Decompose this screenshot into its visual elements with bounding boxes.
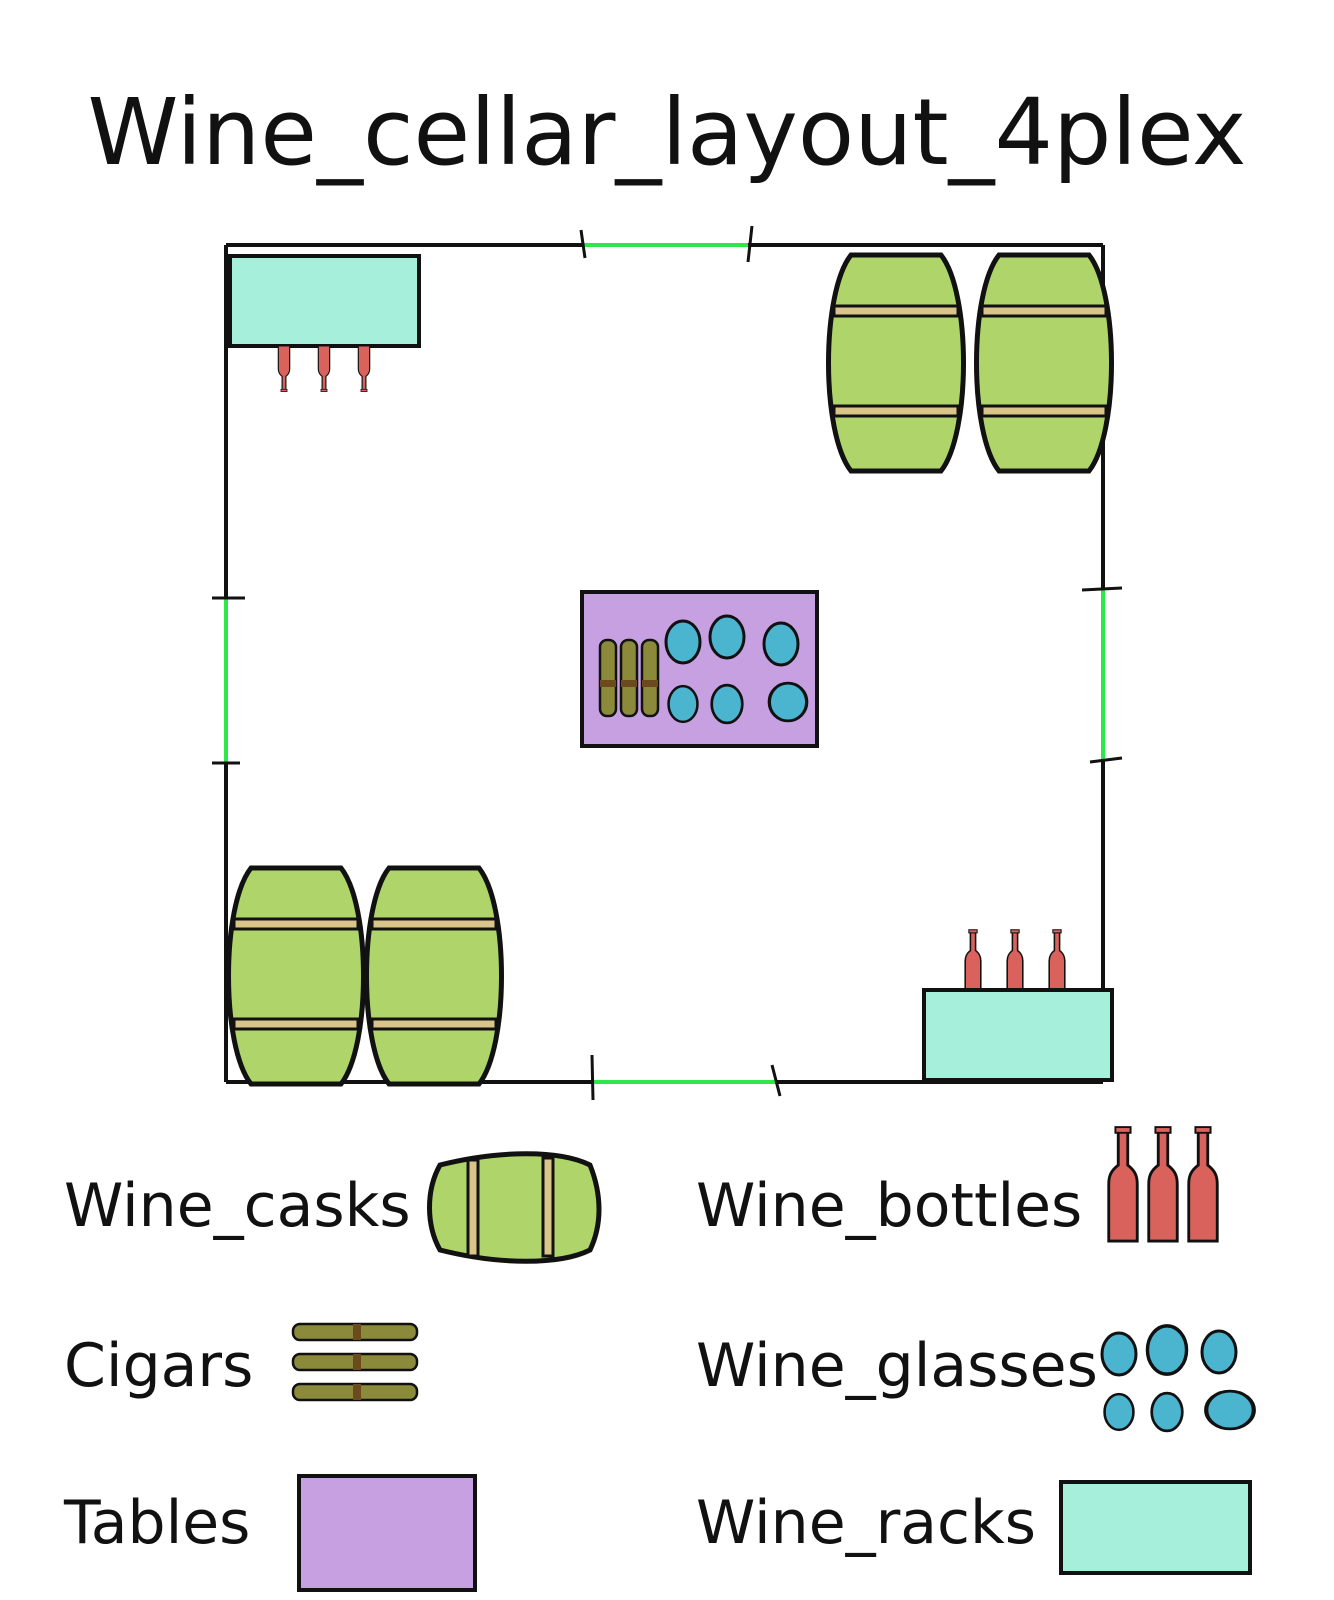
wine-rack-icon: [1059, 1480, 1252, 1575]
door-left[interactable]: [212, 596, 245, 765]
door-right[interactable]: [1081, 586, 1123, 764]
wine-casks-top-right[interactable]: [829, 255, 1112, 471]
legend-label-cigars: Cigars: [64, 1331, 254, 1401]
wine-casks-bottom-left[interactable]: [229, 868, 502, 1084]
legend-label-wine-racks: Wine_racks: [696, 1488, 1037, 1558]
wine-bottles-top-left: [277, 345, 371, 393]
cigar-icon: [291, 1322, 419, 1402]
legend-label-tables: Tables: [64, 1488, 251, 1558]
legend-label-wine-casks: Wine_casks: [64, 1171, 411, 1241]
legend-label-wine-glasses: Wine_glasses: [696, 1331, 1098, 1401]
door-top[interactable]: [579, 225, 754, 263]
wine-bottles-bottom-right: [964, 928, 1066, 993]
wine-glass-icon: [1100, 1324, 1254, 1433]
wine-rack-bottom-right[interactable]: [922, 988, 1114, 1082]
wine-bottle-icon: [1107, 1125, 1219, 1243]
cigars-on-table: [598, 638, 660, 718]
wine-rack-top-left[interactable]: [228, 254, 421, 348]
door-bottom[interactable]: [590, 1054, 782, 1101]
table-center[interactable]: [580, 590, 819, 748]
wine-cask-icon: [427, 1151, 602, 1264]
legend-label-wine-bottles: Wine_bottles: [696, 1171, 1083, 1241]
diagram-title: Wine_cellar_layout_4plex: [87, 79, 1247, 186]
table-icon: [297, 1474, 477, 1592]
